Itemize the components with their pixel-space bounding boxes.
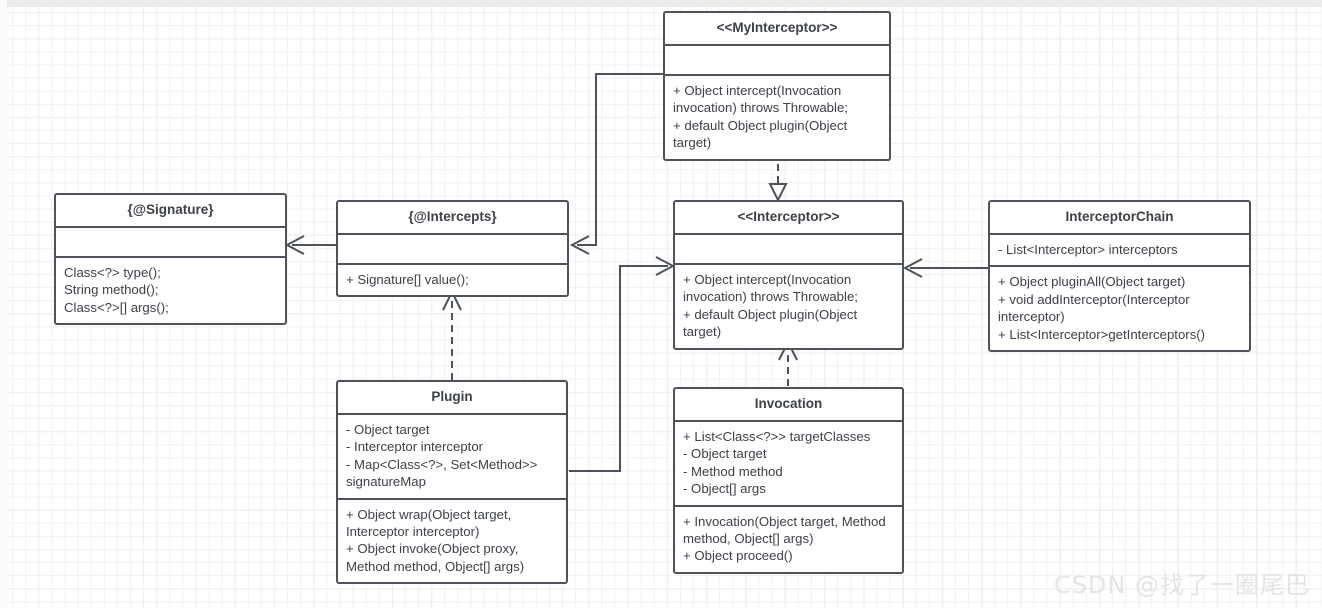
edge-intercepts-signature[interactable] (284, 235, 336, 255)
attributes-compartment: - Object target - Interceptor intercepto… (346, 421, 538, 490)
class-myinterceptor[interactable]: <<MyInterceptor>> + Object intercept(Inv… (663, 11, 891, 161)
operations-compartment: + Object wrap(Object target, Interceptor… (338, 497, 566, 583)
watermark-text: CSDN @找了一圈尾巴 (1053, 571, 1310, 599)
class-title: Plugin (338, 382, 566, 415)
class-title: Invocation (675, 389, 902, 422)
attributes-compartment: + List<Class<?>> targetClasses - Object … (683, 428, 871, 497)
edge-plugin-interceptor[interactable] (569, 256, 676, 472)
class-title: InterceptorChain (990, 202, 1249, 235)
attributes-compartment (675, 235, 902, 263)
operations-compartment: + Signature[] value(); (338, 262, 567, 295)
top-ruler-bar (0, 0, 1322, 7)
operations-compartment: + Invocation(Object target, Method metho… (675, 504, 902, 572)
class-signature[interactable]: {@Signature} Class<?> type(); String met… (54, 193, 287, 326)
class-invocation[interactable]: Invocation + List<Class<?>> targetClasse… (673, 387, 904, 574)
class-interceptorchain[interactable]: InterceptorChain - List<Interceptor> int… (988, 200, 1251, 352)
left-ruler-bar (0, 0, 7, 608)
class-interceptor[interactable]: <<Interceptor>> + Object intercept(Invoc… (673, 200, 904, 350)
operations-compartment: + Object intercept(Invocation invocation… (675, 262, 902, 348)
edge-plugin-intercepts[interactable] (442, 289, 462, 380)
edge-interceptorchain-interceptor[interactable] (902, 258, 988, 278)
class-title: <<Interceptor>> (675, 202, 902, 235)
class-title: {@Signature} (56, 195, 285, 228)
attributes-compartment: - List<Interceptor> interceptors (998, 241, 1178, 257)
operations-compartment: + Object pluginAll(Object target) + void… (990, 265, 1249, 350)
attributes-compartment (665, 46, 889, 74)
class-plugin[interactable]: Plugin - Object target - Interceptor int… (336, 380, 568, 585)
class-title: <<MyInterceptor>> (665, 13, 889, 46)
class-intercepts[interactable]: {@Intercepts} + Signature[] value(); (336, 200, 569, 298)
operations-compartment: Class<?> type(); String method(); Class<… (56, 255, 285, 323)
operations-compartment: + Object intercept(Invocation invocation… (665, 73, 889, 159)
edge-myinterceptor-intercepts[interactable] (569, 73, 663, 255)
class-title: {@Intercepts} (338, 202, 567, 235)
attributes-compartment (338, 235, 567, 263)
attributes-compartment (56, 228, 285, 256)
